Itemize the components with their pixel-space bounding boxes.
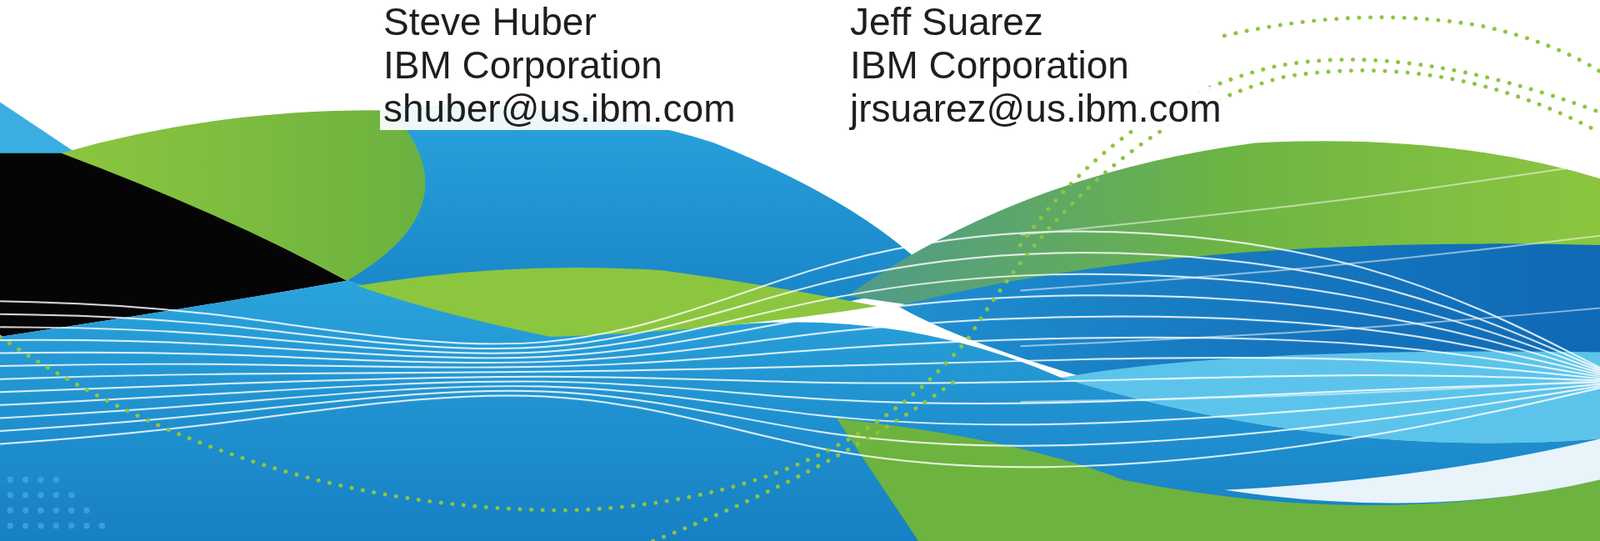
- company-name: IBM Corporation: [380, 43, 666, 87]
- white-wire: [0, 375, 1600, 392]
- author-name: Jeff Suarez: [846, 0, 1047, 44]
- author-name: Steve Huber: [380, 0, 600, 44]
- email-address: shuber@us.ibm.com: [380, 86, 740, 130]
- white-wire: [0, 295, 1600, 373]
- white-wire: [0, 387, 1600, 467]
- white-wire: [1020, 308, 1600, 347]
- white-wire: [1020, 380, 1600, 402]
- white-wire: [1020, 163, 1600, 235]
- white-wire: [0, 231, 1600, 368]
- company-name: IBM Corporation: [846, 43, 1133, 87]
- email-address: jrsuarez@us.ibm.com: [846, 86, 1225, 130]
- white-wire: [0, 384, 1600, 425]
- white-wire: [1020, 235, 1600, 291]
- white-wire: [0, 337, 1600, 377]
- white-wire: [0, 274, 1600, 372]
